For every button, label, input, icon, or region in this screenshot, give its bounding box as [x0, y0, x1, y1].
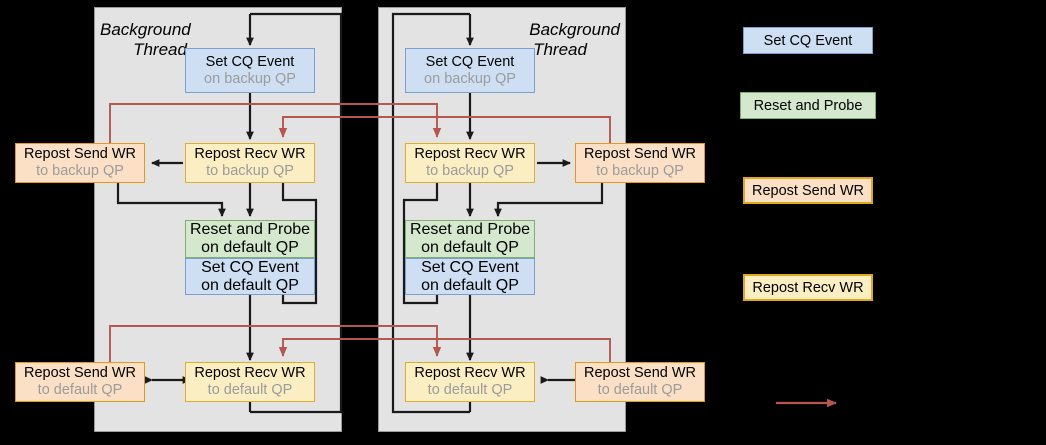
node-subtitle: to backup QP — [36, 163, 124, 179]
node-title: Repost Recv WR — [194, 365, 306, 381]
node-title: Repost Send WR — [23, 365, 137, 381]
node-title: Set CQ Event — [425, 53, 515, 70]
panel-right-label-line1: Background — [529, 20, 620, 39]
node-subtitle: to backup QP — [596, 163, 684, 179]
node-subtitle: to default QP — [597, 382, 683, 398]
node-left-repost-recv-wr-backup[interactable]: Repost Recv WR to backup QP — [185, 143, 315, 183]
node-left-repost-send-wr-backup[interactable]: Repost Send WR to backup QP — [15, 143, 145, 183]
node-title: Repost Recv WR — [414, 146, 526, 162]
legend-item-repost-recv-wr[interactable]: Repost Recv WR — [743, 274, 873, 301]
node-title: Reset and Probe — [189, 221, 311, 238]
legend-item-reset-and-probe[interactable]: Reset and Probe — [740, 92, 876, 119]
node-right-repost-send-wr-default[interactable]: Repost Send WR to default QP — [575, 362, 705, 402]
node-subtitle: on backup QP — [424, 70, 516, 87]
node-subtitle: on default QP — [201, 276, 299, 294]
node-right-repost-recv-wr-default[interactable]: Repost Recv WR to default QP — [405, 362, 535, 402]
node-title: Set CQ Event — [201, 258, 299, 276]
panel-left-label-line2: Thread — [133, 40, 187, 59]
node-subtitle: on backup QP — [204, 70, 296, 87]
node-subtitle: on default QP — [421, 276, 519, 294]
node-subtitle: to backup QP — [426, 163, 514, 179]
node-subtitle: to default QP — [207, 382, 293, 398]
node-left-repost-recv-wr-default[interactable]: Repost Recv WR to default QP — [185, 362, 315, 402]
legend-label: Repost Recv WR — [752, 279, 864, 296]
node-title: Reset and Probe — [409, 221, 531, 238]
node-right-repost-recv-wr-backup[interactable]: Repost Recv WR to backup QP — [405, 143, 535, 183]
node-title: Set CQ Event — [205, 53, 295, 70]
node-right-set-cq-event-backup[interactable]: Set CQ Event on backup QP — [405, 48, 535, 93]
node-left-repost-send-wr-default[interactable]: Repost Send WR to default QP — [15, 362, 145, 402]
node-subtitle: to backup QP — [206, 163, 294, 179]
node-left-set-cq-event-default[interactable]: Set CQ Event on default QP — [185, 258, 315, 295]
node-right-set-cq-event-default[interactable]: Set CQ Event on default QP — [405, 258, 535, 295]
node-left-reset-and-probe-default[interactable]: Reset and Probe on default QP — [185, 220, 315, 258]
node-title: Set CQ Event — [421, 258, 519, 276]
node-title: Repost Send WR — [583, 365, 697, 381]
node-title: Repost Send WR — [583, 146, 697, 162]
node-title: Repost Recv WR — [194, 146, 306, 162]
panel-right-label-line2: Thread — [533, 40, 587, 59]
node-subtitle: to default QP — [37, 382, 123, 398]
legend-label: Repost Send WR — [751, 182, 865, 199]
panel-left-label-line1: Background — [100, 20, 191, 39]
legend-item-set-cq-event[interactable]: Set CQ Event — [743, 27, 873, 54]
node-subtitle: on default QP — [201, 239, 299, 256]
node-title: Repost Send WR — [23, 146, 137, 162]
legend-label: Reset and Probe — [753, 97, 863, 114]
node-subtitle: to default QP — [427, 382, 513, 398]
node-right-repost-send-wr-backup[interactable]: Repost Send WR to backup QP — [575, 143, 705, 183]
node-right-reset-and-probe-default[interactable]: Reset and Probe on default QP — [405, 220, 535, 258]
legend-label: Set CQ Event — [763, 32, 853, 49]
legend-item-repost-send-wr[interactable]: Repost Send WR — [743, 177, 873, 204]
node-title: Repost Recv WR — [414, 365, 526, 381]
node-left-set-cq-event-backup[interactable]: Set CQ Event on backup QP — [185, 48, 315, 93]
combo-right-default-stack: Reset and Probe on default QP Set CQ Eve… — [405, 220, 535, 295]
combo-left-default-stack: Reset and Probe on default QP Set CQ Eve… — [185, 220, 315, 295]
node-subtitle: on default QP — [421, 239, 519, 256]
